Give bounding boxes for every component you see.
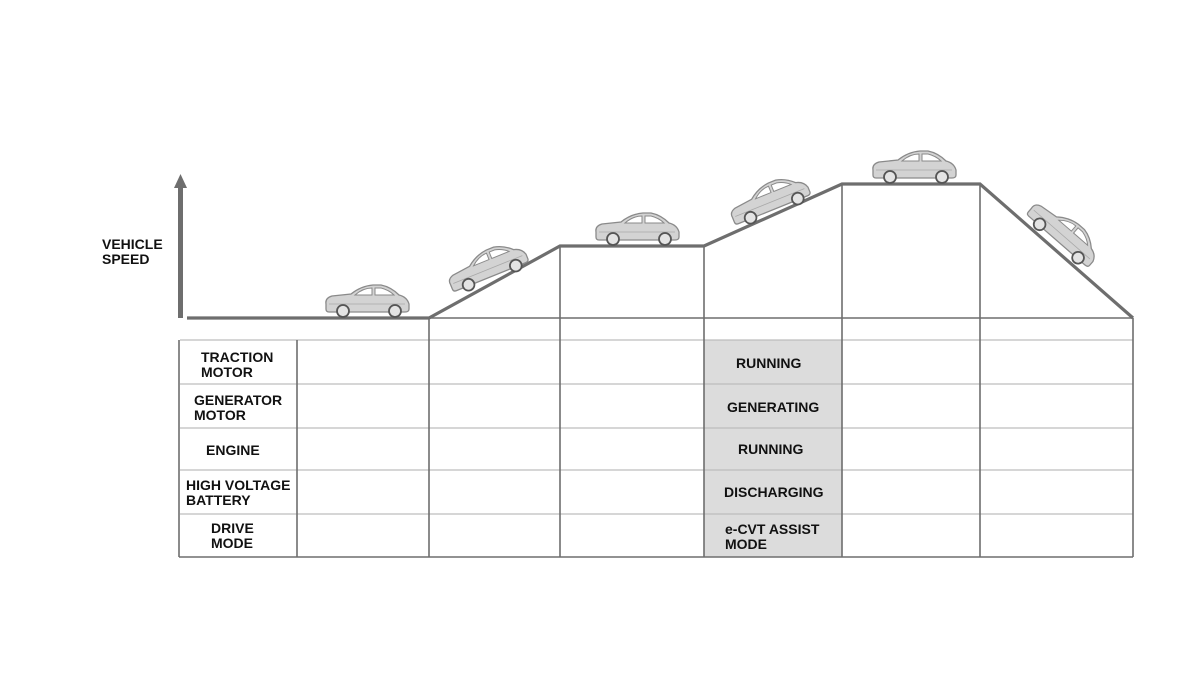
table-grid-horizontal (180, 339, 1133, 515)
table-border (178, 318, 1134, 558)
cell-generator-motor-value: GENERATING (727, 399, 819, 415)
row-label-traction-motor-2: MOTOR (201, 364, 253, 380)
row-label-generator-motor: GENERATOR (194, 392, 282, 408)
row-label-high-voltage-battery: HIGH VOLTAGE (186, 477, 290, 493)
car-icon (871, 150, 957, 184)
speed-profile-line (187, 182, 1135, 320)
phase-dividers (428, 184, 981, 557)
row-label-generator-motor-2: MOTOR (194, 407, 246, 423)
arrow-up-icon (174, 174, 187, 318)
row-label-high-voltage-battery-2: BATTERY (186, 492, 251, 508)
row-label-engine: ENGINE (206, 442, 260, 458)
row-label-traction-motor: TRACTION (201, 349, 273, 365)
highlighted-column (704, 340, 842, 557)
row-label-drive-mode: DRIVE (211, 520, 254, 536)
cell-traction-motor-value: RUNNING (736, 355, 801, 371)
cell-battery-value: DISCHARGING (724, 484, 824, 500)
cell-drive-mode-value: e-CVT ASSIST (725, 521, 820, 537)
axis-label-line2: SPEED (102, 251, 149, 267)
cell-engine-value: RUNNING (738, 441, 803, 457)
car-icon (324, 284, 410, 318)
car-icon (724, 168, 814, 231)
car-icon (594, 212, 680, 246)
cell-drive-mode-value-2: MODE (725, 536, 767, 552)
row-label-drive-mode-2: MODE (211, 535, 253, 551)
axis-label-line1: VEHICLE (102, 236, 163, 252)
